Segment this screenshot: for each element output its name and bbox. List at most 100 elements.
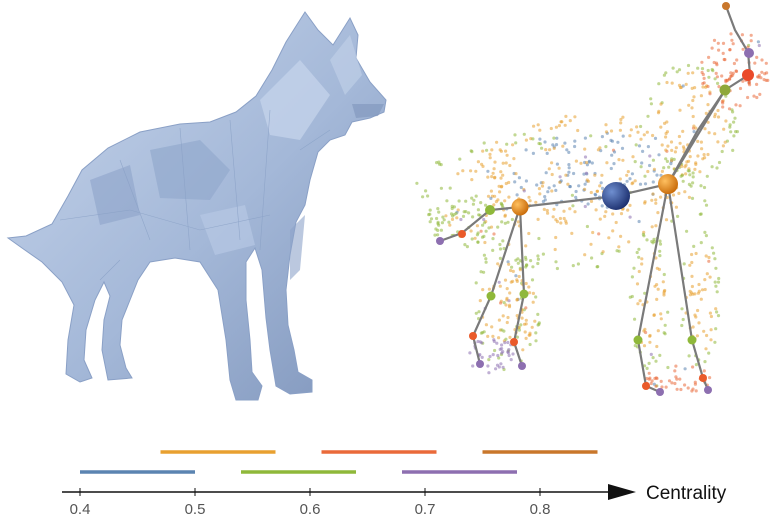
cloud-point <box>683 165 687 169</box>
cloud-point <box>710 165 714 169</box>
cloud-point <box>648 334 652 338</box>
cloud-point <box>486 194 491 198</box>
cloud-point <box>589 134 593 138</box>
cloud-point <box>654 359 658 363</box>
cloud-point <box>675 387 679 391</box>
cloud-point <box>645 130 649 134</box>
cloud-point <box>657 109 661 113</box>
cloud-point <box>675 377 679 381</box>
cloud-point <box>536 254 540 258</box>
cloud-point <box>682 147 686 151</box>
wolf-mesh-icon <box>6 11 387 401</box>
cloud-point <box>721 144 726 148</box>
cloud-point <box>456 172 460 176</box>
cloud-point <box>561 144 565 148</box>
cloud-point <box>554 125 559 129</box>
cloud-point <box>535 183 539 187</box>
cloud-point <box>506 351 510 355</box>
cloud-point <box>687 195 692 199</box>
cloud-point <box>654 198 658 202</box>
cloud-point <box>716 108 720 113</box>
cloud-point <box>522 322 527 326</box>
cloud-point <box>545 208 549 213</box>
cloud-point <box>728 125 732 129</box>
cloud-point <box>505 142 509 146</box>
cloud-point <box>534 295 538 299</box>
cloud-point <box>699 241 703 245</box>
cloud-point <box>604 123 608 127</box>
cloud-point <box>536 261 540 266</box>
cloud-point <box>658 254 662 258</box>
cloud-point <box>496 262 500 266</box>
cloud-point <box>461 169 465 173</box>
cloud-point <box>651 180 655 184</box>
cloud-point <box>600 186 605 190</box>
cloud-point <box>717 85 721 89</box>
cloud-point <box>428 208 432 212</box>
cloud-point <box>667 379 672 383</box>
cloud-point <box>554 188 558 192</box>
cloud-point <box>540 184 545 188</box>
cloud-point <box>470 196 474 200</box>
cloud-point <box>654 201 658 205</box>
cloud-point <box>642 234 646 238</box>
cloud-point <box>464 210 468 214</box>
cloud-point <box>552 146 556 150</box>
cloud-point <box>638 299 642 303</box>
cloud-point <box>690 106 694 110</box>
cloud-point <box>472 198 476 202</box>
cloud-point <box>433 233 437 237</box>
cloud-point <box>657 267 662 271</box>
cloud-point <box>517 325 521 330</box>
cloud-point <box>763 72 767 76</box>
cloud-point <box>642 344 647 348</box>
cloud-point <box>441 215 445 219</box>
cloud-point <box>470 237 474 241</box>
cloud-point <box>757 75 761 79</box>
cloud-point <box>658 353 662 357</box>
cloud-point <box>729 71 733 75</box>
cloud-point <box>506 340 510 345</box>
cloud-point <box>435 216 439 221</box>
cloud-point <box>435 161 439 165</box>
cloud-point <box>716 280 721 284</box>
cloud-point <box>562 209 566 213</box>
cloud-point <box>534 200 538 204</box>
cloud-point <box>702 185 707 190</box>
cloud-point <box>489 196 493 200</box>
cloud-point <box>633 160 637 164</box>
cloud-point <box>716 314 721 318</box>
cloud-point <box>666 310 670 314</box>
cloud-point <box>640 262 644 266</box>
cloud-point <box>437 210 441 214</box>
cloud-point <box>731 42 735 46</box>
cloud-point <box>593 192 597 196</box>
cloud-point <box>660 143 664 147</box>
cloud-point <box>562 216 566 221</box>
cloud-point <box>589 190 593 195</box>
cloud-point <box>715 290 719 294</box>
cloud-point <box>687 354 691 358</box>
cloud-point <box>554 235 558 240</box>
cloud-point <box>691 365 695 369</box>
cloud-point <box>665 159 670 163</box>
cloud-point <box>524 148 528 152</box>
cloud-point <box>735 130 740 134</box>
cloud-point <box>619 212 624 216</box>
cloud-point <box>485 148 489 152</box>
cloud-point <box>509 358 513 362</box>
cloud-point <box>585 178 589 182</box>
cloud-point <box>476 208 480 212</box>
cloud-point <box>574 195 578 199</box>
cloud-point <box>454 211 458 216</box>
cloud-point <box>579 161 583 165</box>
cloud-point <box>686 63 691 68</box>
cloud-point <box>514 141 518 145</box>
cloud-point <box>670 381 674 385</box>
cloud-point <box>503 221 507 225</box>
cloud-point <box>646 114 650 118</box>
cloud-point <box>637 255 641 259</box>
cloud-point <box>714 71 718 75</box>
cloud-point <box>429 217 434 221</box>
cloud-point <box>487 226 491 230</box>
